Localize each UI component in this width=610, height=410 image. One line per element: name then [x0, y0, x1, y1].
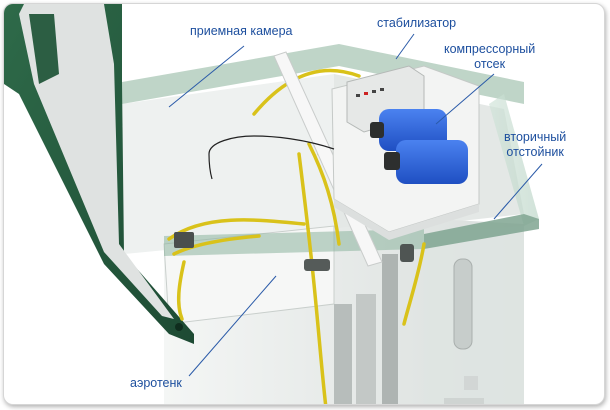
label-receiving-chamber: приемная камера — [190, 24, 293, 38]
leader-line-receiving — [168, 45, 245, 108]
leader-line-compressor — [435, 73, 495, 125]
compressor-compartment — [208, 65, 480, 240]
label-secondary-line2: отстойник — [506, 145, 564, 159]
leader-line-stabilizer — [395, 33, 415, 60]
compressor-blue-2 — [384, 140, 468, 184]
leader-line-aerotank — [188, 275, 277, 377]
label-secondary-line1: вторичный — [504, 130, 567, 144]
label-aerotank: аэротенк — [130, 376, 182, 390]
septic-tank-illustration — [4, 4, 543, 404]
label-compressor-compartment: компрессорный отсек — [444, 42, 535, 72]
leader-line-secondary — [493, 163, 543, 220]
label-compressor-line1: компрессорный — [444, 42, 536, 56]
diagram-frame: приемная камера стабилизатор компрессорн… — [3, 3, 605, 405]
leader-lines — [168, 33, 543, 377]
label-stabilizer: стабилизатор — [377, 16, 457, 30]
open-lid — [4, 4, 194, 344]
label-compressor-line2: отсек — [474, 57, 506, 71]
air-hoses — [167, 68, 426, 404]
label-secondary-settler: вторичный отстойник — [504, 130, 566, 160]
